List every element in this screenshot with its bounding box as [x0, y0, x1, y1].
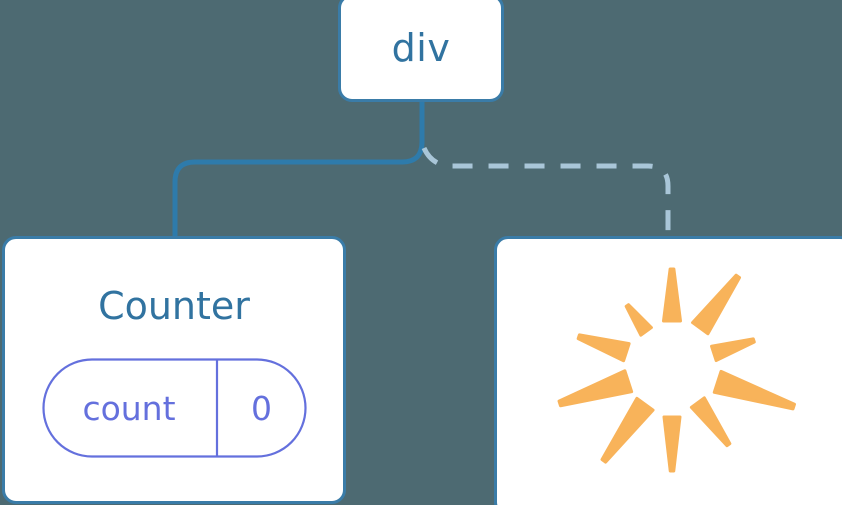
- sparkle-ray: [662, 415, 682, 473]
- node-card-sparkle[interactable]: [494, 236, 842, 505]
- state-pill[interactable]: count 0: [41, 358, 307, 458]
- node-card-div[interactable]: div: [338, 0, 504, 102]
- node-label-div: div: [391, 26, 451, 70]
- sparkle-burst-icon: [557, 267, 796, 473]
- sparkle-ray: [689, 396, 732, 448]
- connector-div-to-sparkle: [421, 146, 671, 240]
- sparkle-ray: [691, 273, 742, 336]
- sparkle-ray: [710, 337, 756, 363]
- sparkle-ray: [624, 303, 653, 337]
- state-pill-shape: [41, 358, 307, 458]
- sparkle-ray: [600, 396, 655, 464]
- node-label-counter: Counter: [98, 284, 250, 328]
- sparkle-ray: [662, 267, 682, 323]
- sparkle-ray: [576, 333, 631, 363]
- state-pill-outline: [41, 358, 307, 458]
- state-key-label: count: [82, 388, 176, 428]
- sparkle-ray: [557, 369, 634, 408]
- sparkle-ray: [712, 369, 796, 411]
- connector-div-to-counter: [172, 102, 425, 240]
- state-value-label: 0: [251, 388, 272, 428]
- node-card-counter[interactable]: Counter count 0: [2, 236, 346, 504]
